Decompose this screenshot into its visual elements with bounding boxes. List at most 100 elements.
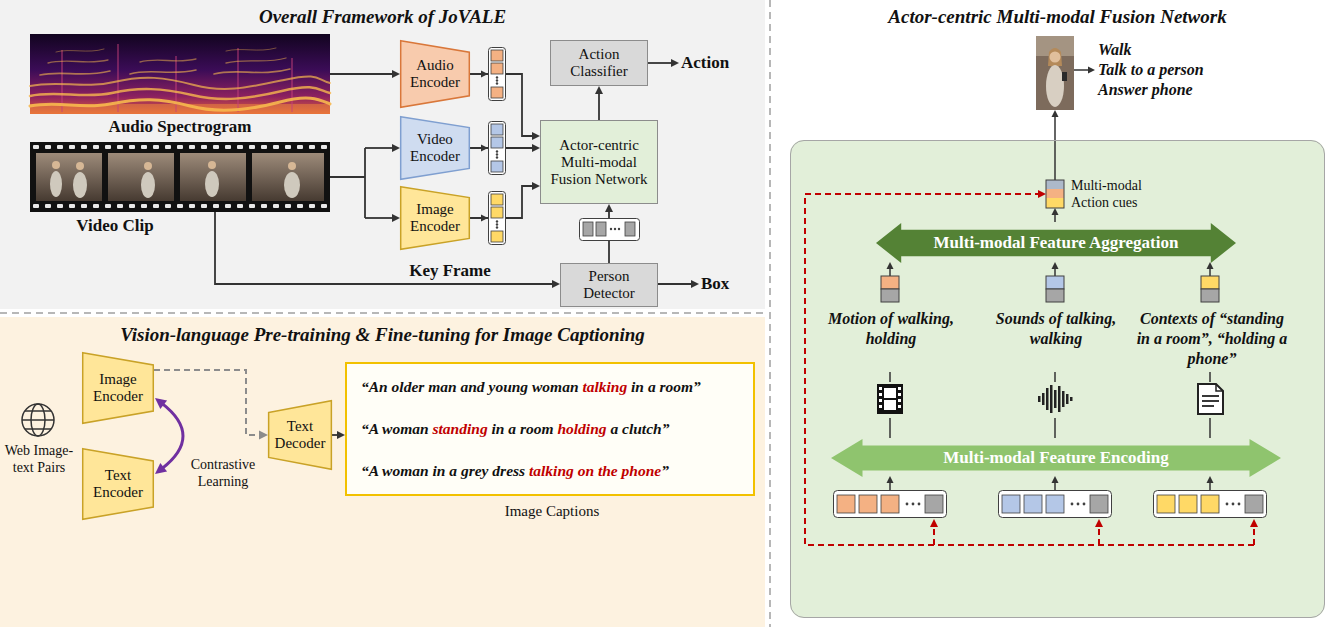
highlight-word: talking (529, 462, 574, 479)
audio-encoder: Audio Encoder (400, 40, 470, 108)
cue-label: Multi-modal Action cues (1071, 177, 1171, 211)
figure-label: Walk (1098, 40, 1318, 60)
node-label: Action Classifier (551, 46, 647, 80)
shape-outline (83, 353, 154, 424)
caption-box: “An older man and young woman talking in… (345, 362, 755, 496)
shape-outline (876, 223, 1236, 263)
node-label: Audio Encoder (400, 57, 470, 91)
flow-line (330, 73, 393, 75)
node-label: Text Encoder (82, 467, 154, 501)
audio-spectrogram (30, 34, 330, 114)
text-slot: Action (681, 52, 751, 74)
panel-heading: Overall Framework of JoVALE (0, 6, 765, 28)
action-classifier: Action Classifier (550, 40, 648, 86)
highlight-word: standing (433, 420, 488, 437)
connector (332, 431, 345, 439)
video-encoder: Video Encoder (400, 116, 470, 180)
arrow-head (887, 67, 1214, 484)
flow-line (890, 70, 1210, 490)
divider (769, 0, 771, 627)
text-slot: Sounds of talking, walking (988, 309, 1124, 349)
fusion-network-box: Actor-centric Multi-modal Fusion Network (540, 120, 658, 204)
figure-label: Video Clip (60, 215, 170, 237)
caption-text: “A woman standing in a room holding a cl… (361, 418, 739, 440)
caption-heading: Image Captions (347, 502, 757, 520)
figure-label: Actor-centric Multi-modal Fusion Network (790, 6, 1325, 28)
connector (595, 86, 603, 120)
cue-description: Sounds of talking, walking (988, 309, 1124, 349)
figure-label: Action (681, 52, 751, 74)
node-label: Video Encoder (400, 131, 470, 165)
text-slot: Web Image-text Pairs (2, 442, 76, 476)
text-slot: Talk to a person (1098, 60, 1318, 80)
token-sequence (834, 491, 1267, 518)
shape-outline (401, 187, 470, 250)
cue-description: Motion of walking, holding (816, 309, 966, 349)
node-label: Person Detector (561, 268, 657, 302)
caption-text: “A woman in a grey dress talking on the … (361, 460, 739, 482)
document-icon (1198, 384, 1223, 414)
actor-image (1036, 36, 1074, 110)
panel-ground (0, 317, 765, 627)
arrow-head (605, 204, 613, 212)
text-slot: Motion of walking, holding (816, 309, 966, 349)
panel-ground (0, 0, 765, 309)
modality-token (881, 276, 1219, 302)
text-slot: Actor-centric Multi-modal Fusion Network (790, 0, 1325, 28)
figure-label: Talk to a person (1098, 60, 1318, 80)
image-encoder: Image Encoder (82, 352, 154, 424)
globe-icon (22, 404, 54, 436)
arrow-head (532, 132, 540, 140)
text-decoder: Text Decoder (268, 400, 332, 470)
arrow-head (337, 431, 345, 439)
figure-label: Box (701, 273, 756, 295)
node-label: Text Decoder (268, 418, 332, 452)
arrow-head (532, 144, 540, 152)
text-slot: Image Captions (347, 502, 757, 520)
figure-label: Audio Spectrogram (100, 116, 260, 138)
node-label: Image Encoder (400, 201, 470, 235)
node-label: Multi-modal Feature Aggregation (930, 233, 1183, 253)
text-slot: Walk (1098, 40, 1318, 60)
node-label: Image Encoder (82, 371, 154, 405)
text-slot: Box (701, 273, 756, 295)
node-label: Multi-modal Feature Encoding (939, 448, 1172, 468)
text-slot: Audio Spectrogram (100, 116, 260, 138)
highlight-word: phone (622, 462, 662, 479)
sound-icon (1038, 385, 1073, 413)
action-cue-token (1046, 180, 1064, 208)
fusion-detail-box: Multi-modal Action cuesMotion of walking… (790, 140, 1325, 618)
person-detector: Person Detector (560, 263, 658, 307)
shape-outline (269, 401, 332, 470)
arrow-head (155, 398, 167, 409)
connector-line (154, 370, 261, 435)
connector-line (598, 92, 600, 120)
arrow-head (532, 182, 540, 190)
figure-label: Web Image-text Pairs (2, 442, 76, 476)
shape-outline (831, 439, 1281, 477)
encoding-band: Multi-modal Feature Encoding (831, 439, 1281, 477)
node-label: Actor-centric Multi-modal Fusion Network (541, 137, 657, 188)
panel-heading: Vision-language Pre-training & Fine-tuni… (0, 324, 765, 346)
image-encoder: Image Encoder (400, 186, 470, 250)
arrow-head (155, 463, 167, 474)
edge-label: Contrastive Learning (186, 456, 260, 490)
actor-query-path (805, 194, 1254, 545)
text-slot: Key Frame (395, 260, 505, 282)
divider (0, 312, 766, 314)
film-icon (877, 384, 903, 414)
text-slot: Multi-modal Action cues (1071, 177, 1171, 211)
video-clip-strip (30, 142, 330, 212)
shape-outline (83, 449, 154, 520)
figure-label: Key Frame (395, 260, 505, 282)
connector (154, 370, 268, 440)
shape-outline (401, 41, 470, 108)
aggregation-band: Multi-modal Feature Aggregation (876, 223, 1236, 263)
text-slot: Contrastive Learning (186, 456, 260, 490)
text-slot: Answer phone (1098, 80, 1318, 100)
pretraining-panel: Vision-language Pre-training & Fine-tuni… (0, 318, 765, 627)
connector-line (162, 403, 183, 468)
highlight-word: talking (582, 378, 627, 395)
text-slot: Video Clip (60, 215, 170, 237)
